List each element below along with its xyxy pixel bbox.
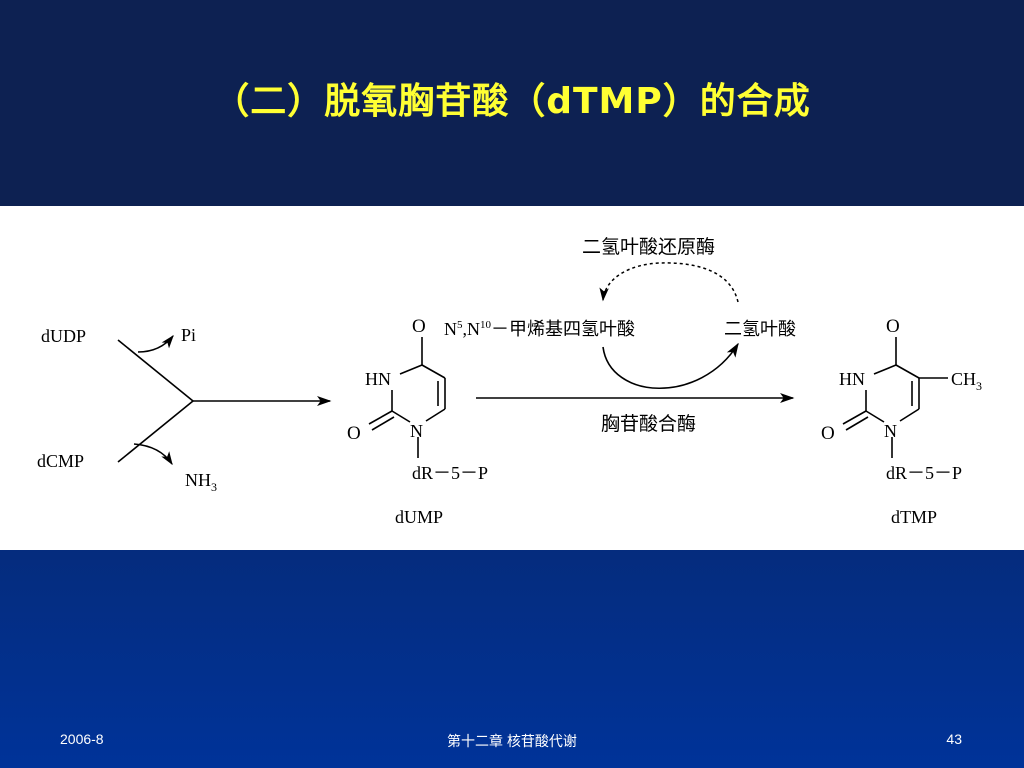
dtmp-n: N [884, 421, 897, 441]
synthase-label: 胸苷酸合酶 [601, 413, 696, 435]
dtmp-hn: HN [839, 369, 865, 389]
footer-chapter: 第十二章 核苷酸代谢 [447, 733, 577, 749]
dcmp-branch-line [117, 400, 194, 463]
dtmp-substituent: dR－5－P [886, 463, 962, 483]
dhf-label: 二氢叶酸 [724, 319, 796, 340]
dump-label: dUMP [395, 507, 443, 527]
dtmp-ch3: CH3 [951, 369, 982, 393]
nh3-release-arrow [133, 443, 173, 466]
dump-o-top: O [412, 316, 426, 337]
dtmp-o-top: O [886, 316, 900, 337]
dtmp-o-left: O [821, 423, 835, 444]
slide-title: （二）脱氧胸苷酸（dTMP）的合成 [213, 81, 811, 122]
reductase-label: 二氢叶酸还原酶 [582, 236, 715, 258]
methylene-thf-label: N5,N10－甲烯基四氢叶酸 [444, 319, 635, 340]
cofactor-to-dhf-arrow [602, 342, 739, 389]
dump-substituent: dR－5－P [412, 463, 488, 483]
pi-release-arrow [137, 334, 174, 353]
footer-date: 2006-8 [60, 731, 104, 747]
dudp-branch-line [117, 339, 194, 402]
dump-structure [368, 337, 446, 458]
reaction-diagram-panel: dUDP Pi dCMP NH3 O HN O N dR－5－P dUMP 胸苷… [0, 206, 1024, 550]
reaction-diagram: dUDP Pi dCMP NH3 O HN O N dR－5－P dUMP 胸苷… [37, 236, 982, 527]
dtmp-structure [842, 337, 948, 458]
dump-o-left: O [347, 423, 361, 444]
nh3-label: NH3 [185, 470, 217, 494]
pi-label: Pi [181, 325, 196, 345]
dcmp-label: dCMP [37, 451, 84, 471]
reductase-dashed-arrow [599, 262, 739, 303]
dtmp-label: dTMP [891, 507, 937, 527]
footer-page-number: 43 [946, 731, 962, 747]
dump-n: N [410, 421, 423, 441]
dump-hn: HN [365, 369, 391, 389]
dudp-label: dUDP [41, 326, 86, 346]
